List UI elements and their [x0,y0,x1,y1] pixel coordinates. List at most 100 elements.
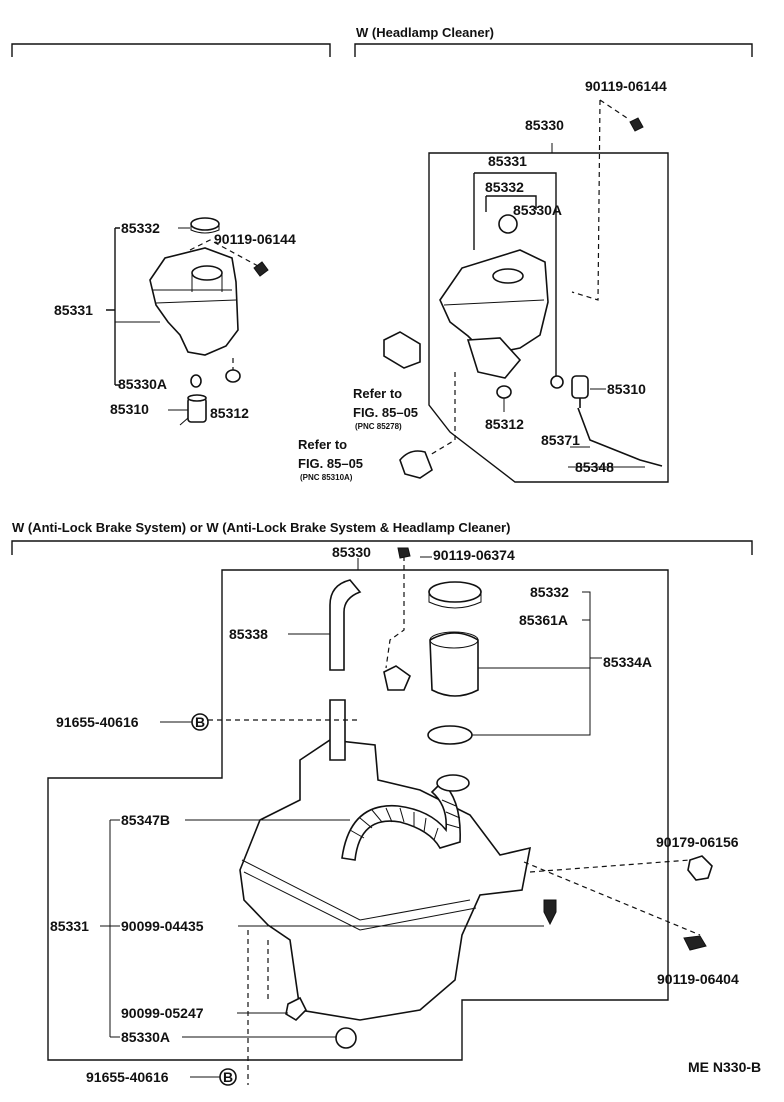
label-left-85332: 85332 [121,220,160,236]
section-title-abs: W (Anti-Lock Brake System) or W (Anti-Lo… [12,520,510,535]
label-right-pnc2: (PNC 85310A) [300,473,353,482]
label-bottom-90119-06374: 90119-06374 [433,547,515,563]
right-bolt-dashline [571,99,631,301]
left-grommet-85330A [190,374,202,388]
section-bracket-top-right [354,43,753,57]
left-tank-neck-sides [191,273,223,292]
label-bottom-85334A: 85334A [603,654,652,670]
bottom-bolt-90099-04435-icon [543,899,557,926]
right-85330-outline [428,152,669,483]
right-grommet-85330A [550,375,564,389]
right-refer-part-connector [383,331,421,369]
circle-b-bottom-text: B [223,1069,233,1085]
bottom-bracket-dashline [385,556,405,669]
left-bolt-dashline [189,239,259,267]
section-title-headlamp-cleaner: W (Headlamp Cleaner) [356,25,494,40]
label-bottom-91655-40616-bottom: 91655-40616 [86,1069,169,1085]
bottom-leaders [182,819,544,1078]
label-right-fig1: FIG. 85–05 [353,405,418,420]
bottom-clamp-ring [427,725,473,745]
bottom-hose-85338 [329,579,362,671]
hose-ribs [349,799,461,841]
bottom-washer-tank-group: B B 85330 90119-06374 85332 85338 85361A… [47,544,739,1086]
bottom-bracket-bolt-dashlines [523,859,701,936]
left-tank-filler-neck [191,265,223,281]
label-right-85330: 85330 [525,117,564,133]
label-bottom-85361A: 85361A [519,612,568,628]
right-washer-tank-group: 90119-06144 85330 85331 85332 85330A Ref… [298,78,669,483]
left-tank-ridge-2 [155,299,237,304]
bottom-bracket-85361A [383,665,411,691]
right-grommet-85312 [496,385,512,399]
label-bottom-90099-04435: 90099-04435 [121,918,204,934]
label-right-pnc1: (PNC 85278) [355,422,402,431]
bottom-nut-90179-06156-icon [687,855,713,881]
right-tank-ridge [443,299,545,306]
bottom-85330-outline [47,569,669,1061]
leader-85332-85361A-85334A [472,591,602,736]
bottom-hose-top-ring [436,774,470,792]
circle-b-top-text: B [195,714,205,730]
left-grommet-85312 [225,369,241,383]
section-bracket-top-left [11,43,331,57]
right-refer-dashline [429,372,456,456]
bottom-corrugated-hose-85347B [341,780,461,861]
left-85331-bracket [106,227,120,386]
label-bottom-90119-06404: 90119-06404 [657,971,739,987]
bottom-filler-pipe [329,699,346,761]
label-bottom-85338: 85338 [229,626,268,642]
left-pump-nozzle [179,417,189,426]
bottom-cap-85332 [428,581,482,603]
bottom-nut-90099-05247-icon [285,996,307,1022]
label-right-refer1: Refer to [353,386,402,401]
bottom-cap-skirt [428,592,482,609]
bottom-tank-seam-2 [243,871,477,931]
bottom-tank-body [239,739,532,1021]
label-right-85330A: 85330A [513,202,562,218]
bottom-bolt-90119-06374-icon [397,547,411,559]
label-right-85332: 85332 [485,179,524,195]
label-left-85331: 85331 [54,302,93,318]
right-85331-bracket [473,172,557,380]
bottom-85331-bracket [100,819,120,1038]
label-bottom-85330A: 85330A [121,1029,170,1045]
label-bottom-85347B: 85347B [121,812,170,828]
right-cap-85332 [498,214,518,234]
left-cap-85332 [190,217,220,231]
right-refer-part-nozzle [399,450,433,479]
left-pump-top [187,394,207,402]
label-left-85312: 85312 [210,405,249,421]
bottom-filler-85334A [429,632,479,697]
label-right-85348: 85348 [575,459,614,475]
label-left-85310: 85310 [110,401,149,417]
label-bottom-90179-06156: 90179-06156 [656,834,739,850]
bottom-bolt-90119-06404-icon [683,935,707,951]
left-cap-skirt [190,224,220,234]
right-tank-filler-neck [492,268,524,284]
drawing-code: ME N330-B [688,1059,761,1075]
right-leaders [568,388,645,468]
right-pump-85310 [571,375,589,399]
right-tank-lower [466,337,522,379]
label-right-90119-06144: 90119-06144 [585,78,667,94]
label-bottom-85332: 85332 [530,584,569,600]
left-bolt-icon [253,261,269,277]
right-bolt-icon [629,117,644,132]
bottom-grommet-85330A-icon [335,1027,357,1049]
section-bracket-bottom [11,540,753,555]
bottom-filler-top [429,631,479,649]
bottom-clip-dashlines [247,930,269,1085]
right-85332-bracket [485,195,537,212]
label-left-85330A: 85330A [118,376,167,392]
label-right-85310: 85310 [607,381,646,397]
label-right-85371: 85371 [541,432,580,448]
label-bottom-85331: 85331 [50,918,89,934]
label-bottom-91655-40616-top: 91655-40616 [56,714,139,730]
label-left-90119-06144: 90119-06144 [214,231,296,247]
right-hose-85348 [577,398,663,467]
bottom-tank-seam [241,859,471,921]
label-right-85312: 85312 [485,416,524,432]
label-right-85331: 85331 [488,153,527,169]
